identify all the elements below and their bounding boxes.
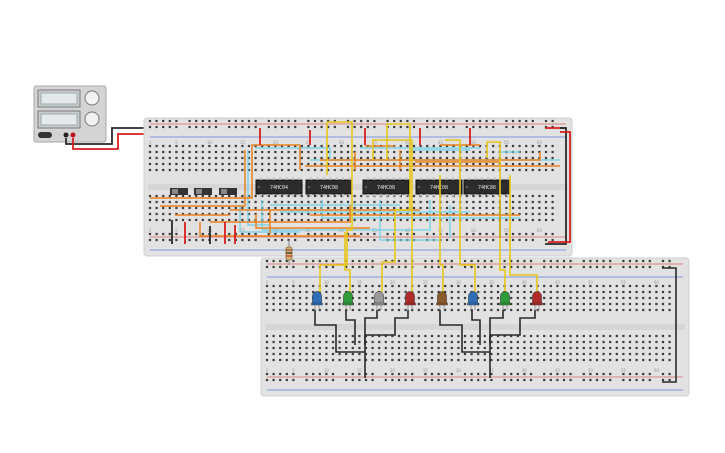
column-number: 60 — [537, 140, 543, 145]
column-number: 10 — [324, 368, 330, 373]
column-number: 15 — [240, 228, 246, 233]
orange-wires — [150, 144, 560, 237]
column-number: 5 — [175, 140, 178, 145]
column-number: 55 — [621, 280, 627, 285]
switch-3[interactable] — [219, 188, 237, 195]
ic-label: 74HC08 — [320, 185, 338, 191]
led-8[interactable] — [531, 291, 543, 311]
ic-u5[interactable]: 74HC86 — [463, 177, 511, 197]
column-number: 30 — [456, 280, 462, 285]
column-number: 60 — [537, 228, 543, 233]
led-4[interactable] — [404, 291, 416, 311]
ic-u3[interactable]: 74HC08 — [362, 177, 410, 197]
column-number: 30 — [339, 140, 345, 145]
yellow-wires — [319, 121, 538, 292]
led-6[interactable] — [467, 291, 479, 311]
column-number: 10 — [324, 280, 330, 285]
column-number: 25 — [423, 368, 429, 373]
ic-label: 74HC08 — [377, 185, 395, 191]
ic-u4[interactable]: 74HC08 — [415, 177, 463, 197]
voltage-knob[interactable] — [84, 90, 100, 106]
led-5[interactable] — [436, 291, 448, 311]
ic-u1[interactable]: 74HC04 — [255, 177, 303, 197]
column-number: 45 — [438, 140, 444, 145]
ic-label: 74HC86 — [478, 185, 496, 191]
column-number: 45 — [555, 368, 561, 373]
power-supply[interactable] — [33, 85, 107, 143]
column-number: 55 — [504, 140, 510, 145]
column-number: 10 — [207, 140, 213, 145]
column-number: 5 — [292, 368, 295, 373]
column-number: 25 — [423, 280, 429, 285]
column-number: 50 — [471, 140, 477, 145]
column-number: 5 — [175, 228, 178, 233]
column-number: 40 — [522, 280, 528, 285]
column-number: 60 — [654, 280, 660, 285]
supply-wire-red[interactable] — [72, 133, 148, 150]
column-number: 20 — [273, 140, 279, 145]
column-number: 35 — [372, 140, 378, 145]
switch-2[interactable] — [194, 188, 212, 195]
column-number: 50 — [588, 280, 594, 285]
column-number: 40 — [522, 368, 528, 373]
ic-label: 74HC08 — [430, 185, 448, 191]
supply-wire-black[interactable] — [65, 127, 148, 145]
column-number: 35 — [489, 368, 495, 373]
column-number: 5 — [292, 280, 295, 285]
led-3[interactable] — [373, 291, 385, 311]
ic-label: 74HC04 — [270, 185, 288, 191]
column-number: 1 — [149, 140, 152, 145]
column-number: 15 — [240, 140, 246, 145]
column-number: 20 — [390, 280, 396, 285]
led-2[interactable] — [342, 291, 354, 311]
column-number: 50 — [471, 228, 477, 233]
column-number: 15 — [357, 280, 363, 285]
resistor[interactable] — [285, 240, 293, 265]
column-number: 20 — [390, 368, 396, 373]
column-number: 55 — [621, 368, 627, 373]
column-number: 1 — [149, 228, 152, 233]
column-number: 1 — [266, 368, 269, 373]
column-number: 55 — [504, 228, 510, 233]
current-knob[interactable] — [84, 111, 100, 127]
column-number: 45 — [555, 280, 561, 285]
led-1[interactable] — [311, 291, 323, 311]
column-number: 30 — [456, 368, 462, 373]
column-number: 1 — [266, 280, 269, 285]
breadboard-bottom: 1155101015152020252530303535404045455050… — [260, 257, 690, 397]
switch-1[interactable] — [170, 188, 188, 195]
column-number: 15 — [357, 368, 363, 373]
column-number: 60 — [654, 368, 660, 373]
ic-u2[interactable]: 74HC08 — [305, 177, 353, 197]
column-number: 40 — [405, 140, 411, 145]
column-number: 35 — [489, 280, 495, 285]
column-number: 50 — [588, 368, 594, 373]
column-number: 25 — [306, 140, 312, 145]
led-7[interactable] — [499, 291, 511, 311]
ground-wires-bottom — [314, 267, 677, 383]
negative-terminal[interactable] — [63, 132, 69, 138]
positive-terminal[interactable] — [70, 132, 76, 138]
